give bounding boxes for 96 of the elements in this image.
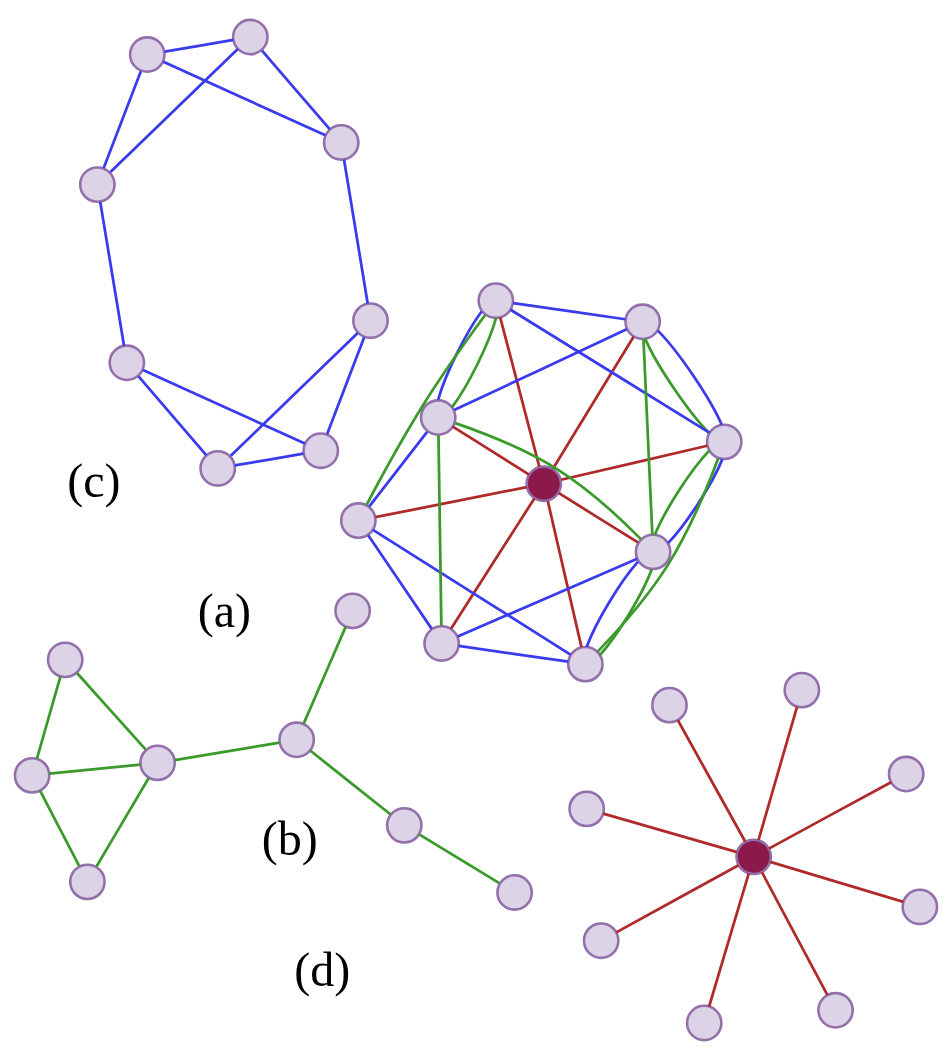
node-circle [566,645,604,683]
node-circle [525,465,563,503]
connector [707,872,751,1007]
label: (c) [67,453,121,507]
connector [615,863,740,934]
node-circle [322,124,360,161]
node-circle [339,502,377,540]
connector [109,48,239,173]
connector [760,871,829,996]
connector [174,741,280,762]
node-circle [887,755,925,793]
connector [546,500,583,648]
node-circle [582,922,620,960]
connector [325,336,366,435]
connector [418,833,500,885]
connector [599,568,654,656]
node-circle [477,282,515,320]
node-circle [108,344,146,382]
node-circle [624,303,662,341]
connector [602,812,738,854]
connector [49,763,141,775]
connector [676,719,747,843]
connector [596,458,720,653]
connector [368,431,429,508]
node-circle [423,625,461,662]
connector [164,38,234,53]
node-circle [634,533,672,571]
connector [560,444,708,482]
connector [769,860,904,904]
node-circle [46,641,84,679]
connector [367,534,433,630]
connector [436,310,483,400]
node-circle [278,721,316,759]
connector [372,528,572,656]
node-circle [783,671,821,709]
connector [458,644,569,664]
node-circle [901,888,939,926]
node-circle [334,592,372,630]
node-circle [139,744,177,782]
connector [35,676,62,760]
connector [142,368,306,445]
connector [457,557,638,638]
node-circle [419,399,457,436]
connector [437,435,443,626]
node-circle [651,686,688,724]
connector [365,314,487,506]
connector [768,781,892,850]
connector [557,491,639,544]
node-circle [352,302,389,340]
label: (a) [197,584,252,638]
label: (b) [261,812,318,866]
connector [656,329,723,426]
connector [551,335,635,470]
connector [162,60,326,137]
node-circle [735,838,773,876]
connector [509,308,710,434]
label: (d) [294,942,351,996]
node-circle [385,806,423,844]
connector [302,626,348,725]
connector [75,672,147,751]
node-circle [817,991,854,1029]
connector [449,497,536,630]
node-circle [302,432,340,470]
node-circle [705,423,743,461]
connector [452,425,530,476]
connector [229,331,359,457]
connector [644,338,711,435]
node-circle [199,449,237,487]
connector [260,49,331,131]
connector [667,458,724,544]
node-circle [685,1004,723,1042]
node-circle [568,790,606,828]
connector [38,790,81,867]
node-circle [231,18,269,56]
connector [453,328,628,412]
connector [309,749,392,816]
connector [642,339,654,535]
connector [653,449,711,536]
connector [585,560,640,648]
connector [375,485,527,519]
connector [342,159,370,304]
connector [234,452,304,467]
connector [513,301,626,321]
node-circle [78,166,116,204]
connector [137,375,208,456]
connector [95,777,150,868]
connector [454,421,643,541]
node-circle [128,36,166,73]
connector [757,706,799,841]
node-circle [13,756,51,794]
connector [98,201,126,346]
node-circle [68,863,106,901]
connector [498,317,541,468]
connector [102,70,143,169]
connector [450,317,498,408]
node-circle [496,874,534,911]
